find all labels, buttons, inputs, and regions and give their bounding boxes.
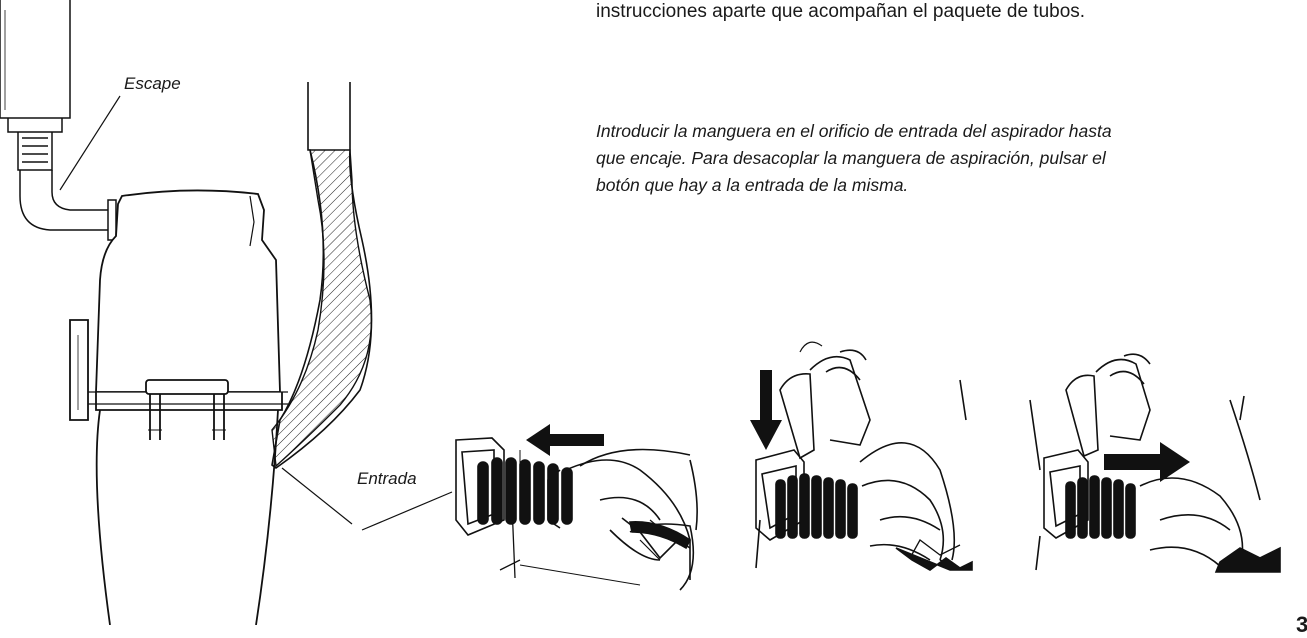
inlet-pipe: [271, 82, 373, 469]
step-insert-hose: [455, 437, 698, 591]
instruction-line: que encaje. Para desacoplar la manguera …: [596, 148, 1106, 168]
instruction-line: Introducir la manguera en el orificio de…: [596, 121, 1112, 141]
exhaust-label: Escape: [124, 74, 181, 93]
arrow-right-icon: [1104, 442, 1190, 482]
exhaust-pipe: [0, 0, 117, 241]
instruction-paragraph: Introducir la manguera en el orificio de…: [596, 118, 1112, 199]
exhaust-leader-line: [59, 95, 121, 191]
inlet-label: Entrada: [357, 469, 417, 488]
vacuum-installation-illustration: [0, 0, 1281, 625]
arrow-down-icon: [750, 370, 782, 450]
vacuum-unit: [69, 189, 288, 625]
page-number: 3: [1296, 612, 1307, 637]
hose-segment: [477, 457, 573, 525]
arrow-left-icon: [526, 424, 604, 456]
inlet-leader-line: [281, 467, 353, 525]
instruction-line: botón que hay a la entrada de la misma.: [596, 175, 909, 195]
step-press-button: [755, 341, 973, 571]
step-remove-hose: [1029, 353, 1281, 573]
entrada-leader-line: [361, 491, 453, 531]
intro-text: instrucciones aparte que acompañan el pa…: [596, 1, 1086, 22]
